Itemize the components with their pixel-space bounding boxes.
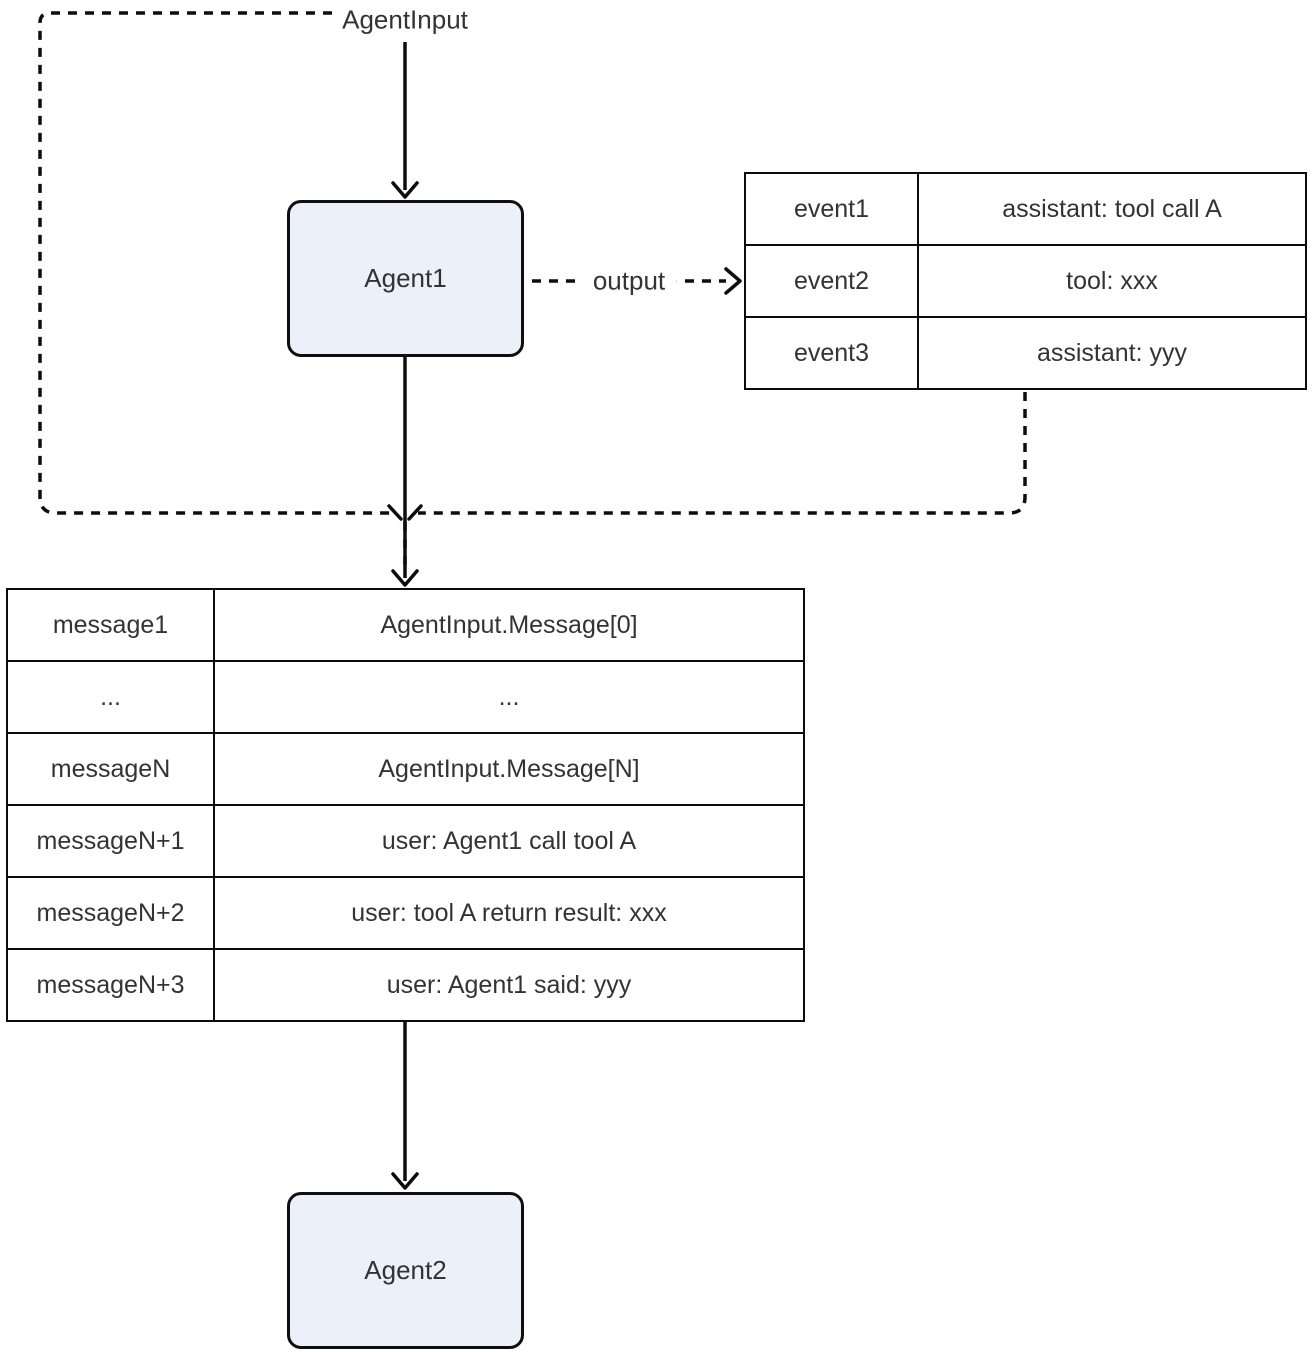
- row-value-cell: assistant: tool call A: [1002, 194, 1222, 223]
- table-row: event1 assistant: tool call A: [746, 174, 1305, 246]
- row-value-cell: tool: xxx: [1066, 266, 1158, 295]
- row-key-cell: messageN+2: [8, 878, 215, 948]
- loop-junction-right: [407, 504, 423, 521]
- table-row: event2 tool: xxx: [746, 246, 1305, 318]
- table-row: messageN AgentInput.Message[N]: [8, 734, 803, 806]
- row-key-cell: ...: [8, 662, 215, 732]
- table-row: event3 assistant: yyy: [746, 318, 1305, 388]
- table-row: ......: [8, 662, 803, 734]
- output-edge-label: output: [580, 263, 678, 299]
- table-row: message1 AgentInput.Message[0]: [8, 590, 803, 662]
- arrowhead-event-table: [724, 267, 742, 295]
- row-value-cell: assistant: yyy: [1036, 338, 1188, 367]
- table-row: messageN+2 user: tool A return result: xx…: [8, 878, 803, 950]
- arrowhead-agent1: [391, 181, 419, 199]
- table-row: messageN+1 user: Agent1 call tool A: [8, 806, 803, 878]
- row-value-cell: user: Agent1 call tool A: [381, 826, 637, 855]
- row-value-cell: ...: [498, 682, 520, 711]
- row-key-cell: messageN+3: [8, 950, 215, 1020]
- agent1-node[interactable]: Agent1: [287, 200, 524, 357]
- row-key-cell: event2: [746, 246, 919, 316]
- arrowhead-agent2: [391, 1172, 419, 1190]
- agent2-node[interactable]: Agent2: [287, 1192, 524, 1349]
- agent2-label: Agent2: [364, 1255, 447, 1285]
- row-key-cell: messageN+1: [8, 806, 215, 876]
- row-value-cell: AgentInput.Message[N]: [378, 754, 640, 783]
- table-row: messageN+3 user: Agent1 said: yyy: [8, 950, 803, 1020]
- agentinput-label: AgentInput: [342, 4, 468, 35]
- edge-event-table-loop: [418, 392, 1027, 515]
- arrowhead-message-table: [391, 569, 419, 587]
- row-key-cell: message1: [8, 590, 215, 660]
- row-value-cell: user: tool A return result: xxx: [351, 898, 667, 927]
- row-value-cell: AgentInput.Message[0]: [380, 610, 638, 639]
- row-key-cell: event3: [746, 318, 919, 388]
- edge-agentinput-loop: [38, 11, 392, 515]
- loop-junction-left: [387, 504, 403, 521]
- agent1-label: Agent1: [364, 263, 447, 293]
- row-value-cell: user: Agent1 said: yyy: [386, 970, 632, 999]
- event-table: event1 assistant: tool call A event2 tool: …: [744, 172, 1307, 390]
- row-key-cell: messageN: [8, 734, 215, 804]
- row-key-cell: event1: [746, 174, 919, 244]
